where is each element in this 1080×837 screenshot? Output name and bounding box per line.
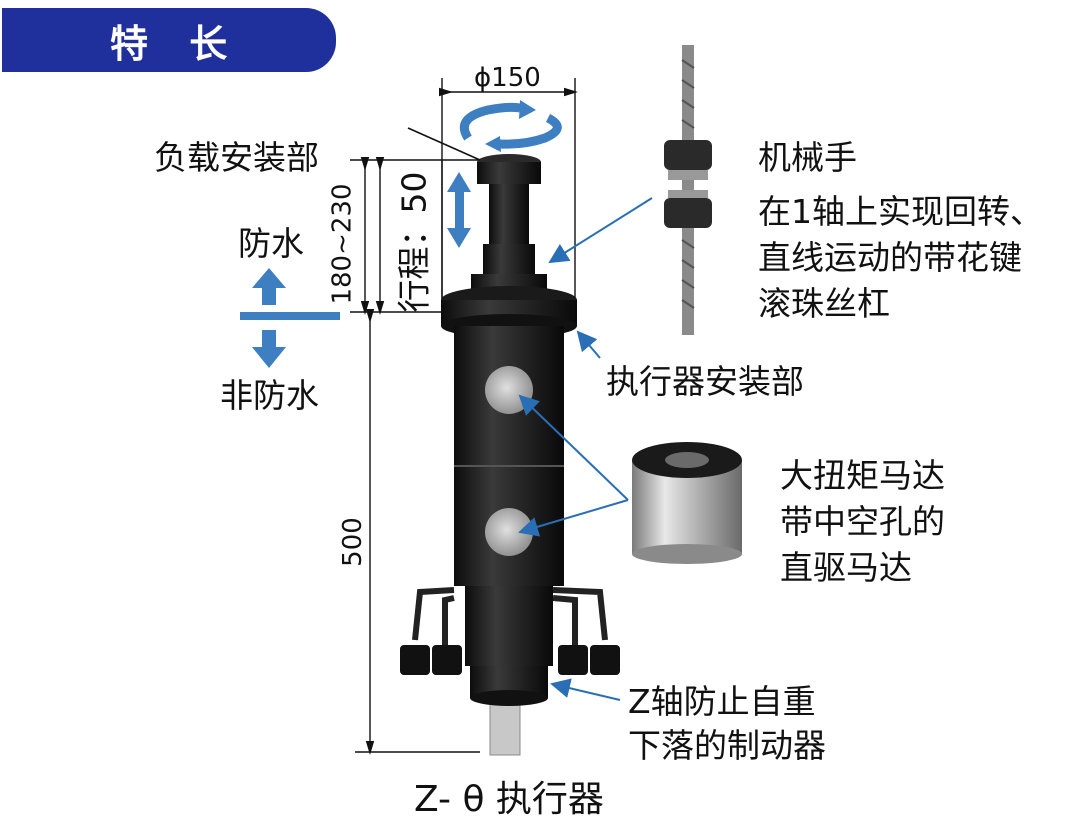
stroke-arrow-icon — [447, 172, 471, 248]
brake-line-2: 下落的制动器 — [628, 726, 826, 765]
actuator-mount-label: 执行器安装部 — [606, 362, 804, 401]
title-badge: 特 长 — [2, 8, 336, 72]
motor-line-2: 带中空孔的 — [780, 502, 945, 541]
robot-arm-label: 机械手 — [758, 138, 857, 177]
robot-desc-line-3: 滚珠丝杠 — [758, 284, 890, 323]
rotation-arrow-icon — [459, 102, 562, 149]
lower-length-label: 500 — [337, 517, 368, 567]
non-waterproof-label: 非防水 — [220, 376, 319, 415]
height-range-label: 180~230 — [327, 183, 358, 305]
leader-lines — [518, 197, 653, 701]
dimension-lines — [350, 78, 578, 755]
waterproof-arrows — [240, 268, 340, 368]
motor-image — [632, 442, 742, 564]
motor-line-3: 直驱马达 — [780, 548, 912, 587]
actuator-body — [400, 154, 620, 756]
ball-screw-spline — [664, 45, 712, 335]
brake-line-1: Z轴防止自重 — [628, 682, 816, 721]
stroke-label: 行程：50 — [394, 171, 434, 313]
caption: Z- θ 执行器 — [414, 779, 604, 820]
load-mount-label: 负载安装部 — [154, 138, 319, 177]
robot-desc-line-1: 在1轴上实现回转、 — [758, 192, 1043, 231]
robot-desc-line-2: 直线运动的带花键 — [758, 238, 1022, 277]
diameter-label: ϕ150 — [474, 63, 541, 93]
waterproof-label: 防水 — [238, 224, 304, 263]
load-leader — [407, 127, 481, 161]
motor-line-1: 大扭矩马达 — [780, 456, 945, 495]
title-text: 特 长 — [110, 21, 242, 66]
